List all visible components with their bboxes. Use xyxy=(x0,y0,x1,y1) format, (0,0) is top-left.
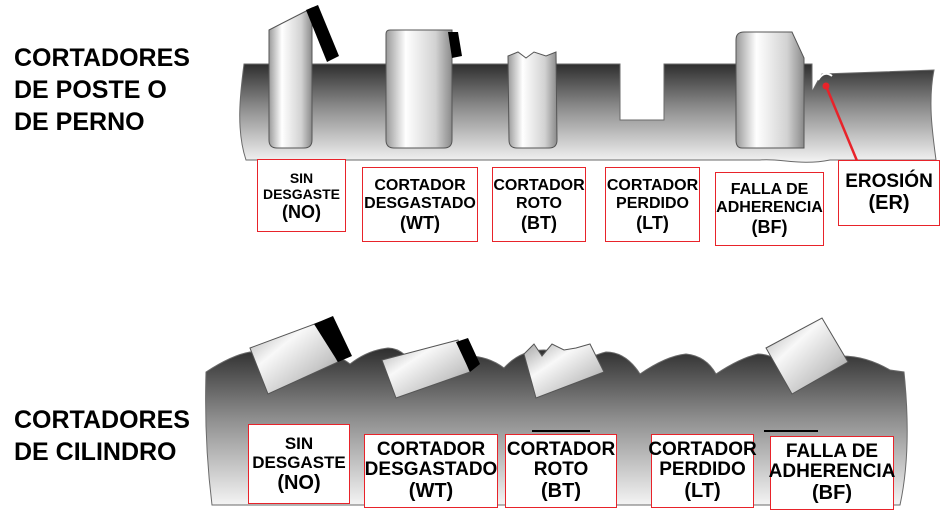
cyl-cutter-bt xyxy=(523,343,605,399)
cylinder-section-title: CORTADORES DE CILINDRO xyxy=(14,404,190,468)
label-post-no-line2: DESGASTE xyxy=(262,185,340,202)
label-post-lt: CORTADOR PERDIDO (LT) xyxy=(605,167,700,242)
label-cyl-bf-code: (BF) xyxy=(812,482,852,504)
post-bit-body xyxy=(239,63,937,163)
label-post-bt: CORTADOR ROTO (BT) xyxy=(492,167,586,242)
label-cyl-bt-code: (BT) xyxy=(541,480,581,502)
post-title-line-1: CORTADORES xyxy=(14,44,190,72)
post-cutter-bf xyxy=(735,31,805,149)
label-post-lt-line2: PERDIDO xyxy=(616,194,689,212)
post-section-title: CORTADORES DE POSTE O DE PERNO xyxy=(14,42,190,138)
label-post-bt-line1: CORTADOR xyxy=(493,176,585,194)
label-cyl-lt-line1: CORTADOR xyxy=(648,439,757,460)
label-post-wt-line2: DESGASTADO xyxy=(364,194,476,212)
label-post-bt-code: (BT) xyxy=(521,212,557,233)
label-cyl-wt-line2: DESGASTADO xyxy=(364,459,498,480)
label-cyl-lt: CORTADOR PERDIDO (LT) xyxy=(648,434,757,508)
label-post-er: EROSIÓN (ER) xyxy=(838,160,940,226)
cyl-cutter-wt xyxy=(381,338,480,399)
cyl-cutter-bf xyxy=(765,317,849,395)
label-cyl-bt: CORTADOR ROTO (BT) xyxy=(505,434,617,508)
post-cutter-no xyxy=(268,5,339,149)
label-post-lt-code: (LT) xyxy=(636,212,669,233)
label-cyl-no-line1: SIN xyxy=(284,434,314,453)
cyl-cutter-no xyxy=(249,316,352,395)
label-post-no-code: (NO) xyxy=(282,201,321,222)
erosion-notch xyxy=(817,72,833,81)
label-post-er-code: (ER) xyxy=(868,192,910,214)
label-post-bt-line2: ROTO xyxy=(516,194,562,212)
label-cyl-wt: CORTADOR DESGASTADO (WT) xyxy=(364,434,498,508)
label-cyl-bf-line2: ADHERENCIA xyxy=(768,461,896,482)
label-post-er-line1: EROSIÓN xyxy=(845,171,933,192)
label-cyl-lt-code: (LT) xyxy=(684,480,721,502)
label-post-wt-line1: CORTADOR xyxy=(374,176,466,194)
label-cyl-bt-line1: CORTADOR xyxy=(506,439,616,460)
label-post-lt-line1: CORTADOR xyxy=(606,176,699,194)
label-post-no-line1: SIN xyxy=(289,169,314,186)
label-cyl-no-line2: DESGASTE xyxy=(252,453,346,472)
post-title-line-3: DE PERNO xyxy=(14,108,145,136)
cyl-title-line-2: DE CILINDRO xyxy=(14,438,177,466)
post-cutter-bt xyxy=(507,51,558,149)
label-post-bf-line1: FALLA DE xyxy=(730,181,809,198)
post-cutters-group xyxy=(239,5,937,169)
cyl-title-line-1: CORTADORES xyxy=(14,406,190,434)
post-cutter-wt xyxy=(385,29,462,149)
erosion-pointer xyxy=(822,82,862,169)
label-post-bf: FALLA DE ADHERENCIA (BF) xyxy=(715,172,824,246)
label-cyl-bt-line2: ROTO xyxy=(533,459,589,480)
label-cyl-bf: FALLA DE ADHERENCIA (BF) xyxy=(768,436,896,510)
label-cyl-wt-code: (WT) xyxy=(408,480,454,502)
label-cyl-wt-line1: CORTADOR xyxy=(376,439,486,460)
label-cyl-lt-line2: PERDIDO xyxy=(659,459,746,480)
label-post-wt-code: (WT) xyxy=(400,212,440,233)
label-post-wt: CORTADOR DESGASTADO (WT) xyxy=(362,167,478,242)
label-cyl-no-code: (NO) xyxy=(277,472,321,494)
label-post-no: SIN DESGASTE (NO) xyxy=(257,159,346,232)
label-post-bf-code: (BF) xyxy=(751,217,788,237)
label-cyl-no: SIN DESGASTE (NO) xyxy=(248,424,350,504)
label-cyl-bf-line1: FALLA DE xyxy=(785,441,879,462)
post-title-line-2: DE POSTE O xyxy=(14,76,167,104)
label-post-bf-line2: ADHERENCIA xyxy=(716,199,823,216)
